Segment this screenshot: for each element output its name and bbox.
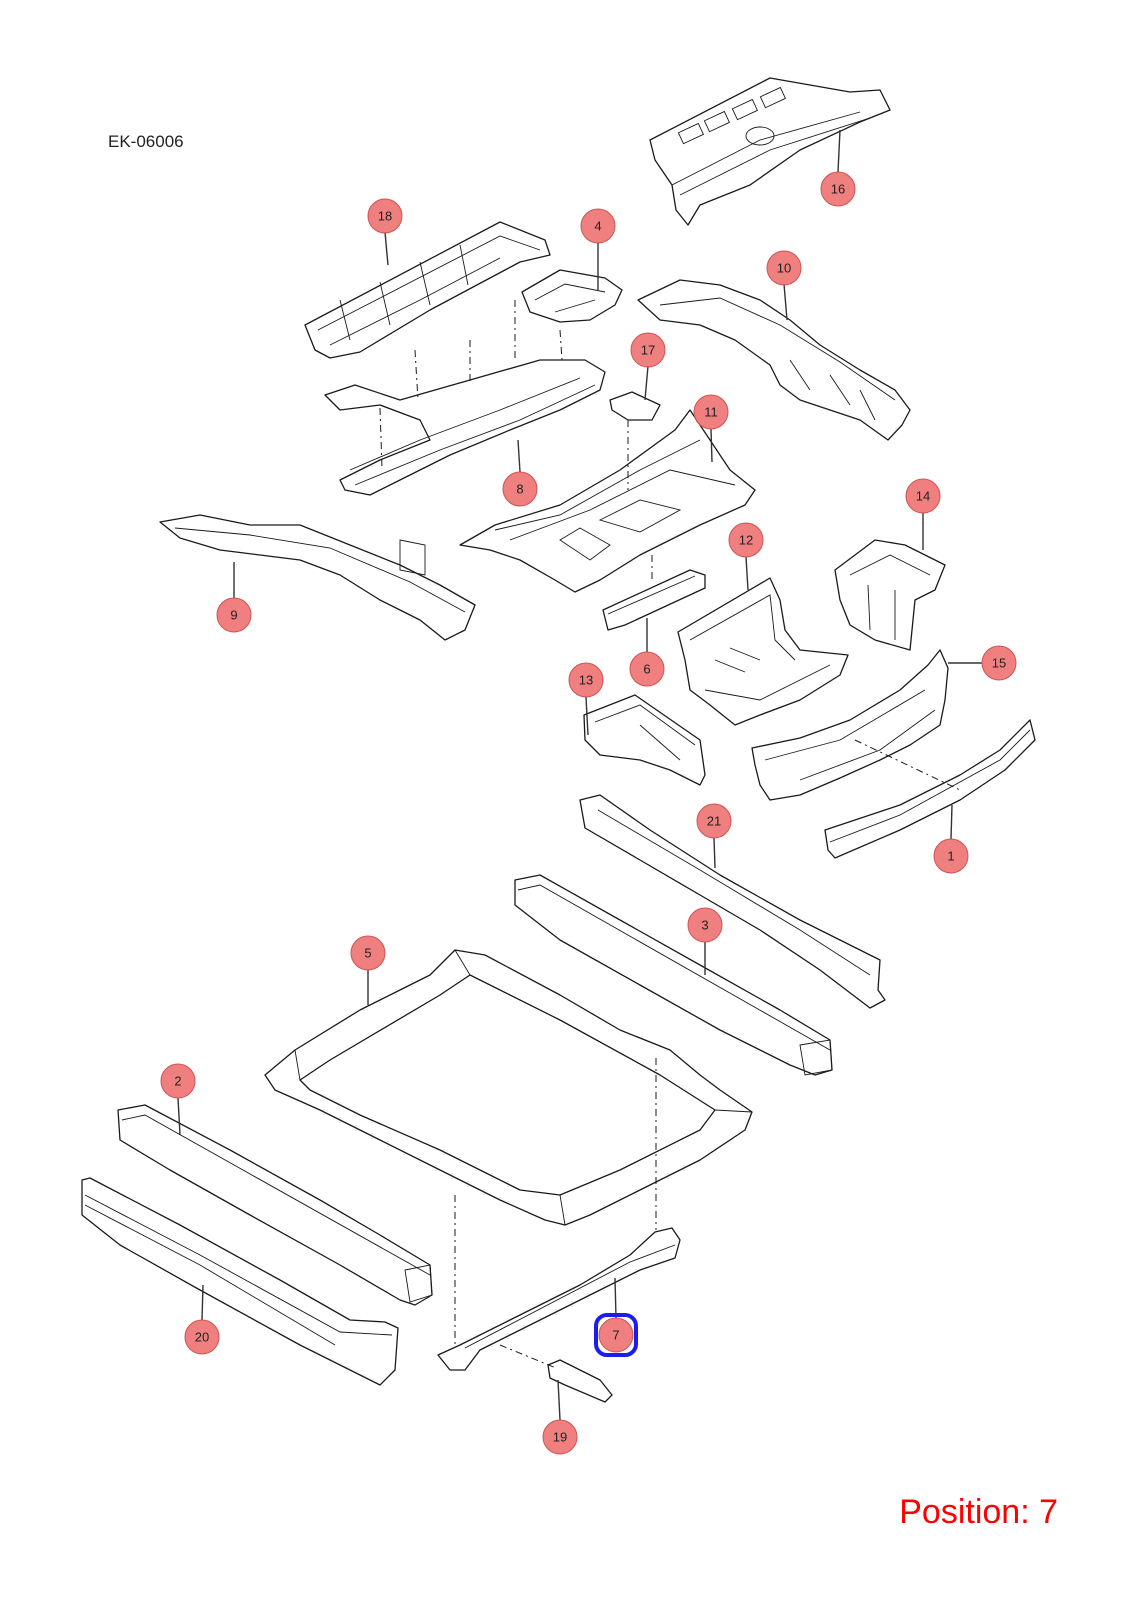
callout-5-number: 5 bbox=[364, 946, 371, 961]
callout-13[interactable]: 13 bbox=[568, 662, 604, 698]
part-1-bumper-reinforcement bbox=[824, 719, 1036, 859]
callout-7[interactable]: 7 bbox=[594, 1313, 638, 1357]
part-20-side-sill-inner bbox=[81, 1177, 399, 1386]
part-4-bracket bbox=[521, 269, 623, 323]
callout-17-number: 17 bbox=[641, 343, 655, 358]
selected-highlight-ring bbox=[594, 1313, 638, 1357]
callout-11[interactable]: 11 bbox=[693, 394, 729, 430]
callout-16[interactable]: 16 bbox=[820, 171, 856, 207]
callout-3[interactable]: 3 bbox=[687, 907, 723, 943]
callout-17[interactable]: 17 bbox=[630, 332, 666, 368]
part-16-rear-panel bbox=[649, 77, 891, 226]
drawing-code: EK-06006 bbox=[108, 132, 184, 151]
callout-5[interactable]: 5 bbox=[350, 935, 386, 971]
part-10-side-member bbox=[637, 279, 911, 441]
callout-15[interactable]: 15 bbox=[981, 645, 1017, 681]
callout-20[interactable]: 20 bbox=[184, 1319, 220, 1355]
callout-9-number: 9 bbox=[230, 608, 237, 623]
callout-1-number: 1 bbox=[947, 849, 954, 864]
callout-4[interactable]: 4 bbox=[580, 208, 616, 244]
callout-14-number: 14 bbox=[916, 489, 930, 504]
part-6-reinforcement bbox=[602, 569, 706, 631]
part-2-side-member bbox=[117, 1104, 433, 1306]
leader-lines bbox=[177, 129, 982, 1421]
callout-18[interactable]: 18 bbox=[367, 198, 403, 234]
part-14-bracket bbox=[834, 539, 946, 651]
part-7-floor-member bbox=[437, 1227, 681, 1371]
callout-19-number: 19 bbox=[553, 1430, 567, 1445]
part-11-rear-floor bbox=[459, 409, 756, 593]
callout-8[interactable]: 8 bbox=[502, 471, 538, 507]
part-21-side-sill bbox=[579, 794, 886, 1009]
part-15-end-panel bbox=[751, 649, 949, 801]
part-12-spare-pan bbox=[677, 577, 849, 726]
part-19-bracket bbox=[547, 1359, 613, 1403]
callout-20-number: 20 bbox=[195, 1330, 209, 1345]
callout-8-number: 8 bbox=[516, 482, 523, 497]
part-5-floor-frame bbox=[264, 949, 753, 1226]
callout-15-number: 15 bbox=[992, 656, 1006, 671]
callout-6-number: 6 bbox=[643, 662, 650, 677]
part-18-seat-frame bbox=[304, 221, 551, 359]
callout-10-number: 10 bbox=[777, 261, 791, 276]
callout-9[interactable]: 9 bbox=[216, 597, 252, 633]
callout-11-number: 11 bbox=[704, 405, 718, 420]
callout-13-number: 13 bbox=[579, 673, 593, 688]
callout-2[interactable]: 2 bbox=[160, 1063, 196, 1099]
callout-21[interactable]: 21 bbox=[696, 803, 732, 839]
part-13-bracket bbox=[583, 694, 706, 786]
callout-6[interactable]: 6 bbox=[629, 651, 665, 687]
part-9-side-member bbox=[159, 514, 476, 641]
part-17-plate bbox=[609, 391, 661, 421]
callout-19[interactable]: 19 bbox=[542, 1419, 578, 1455]
callout-3-number: 3 bbox=[701, 918, 708, 933]
assembly-lines bbox=[379, 300, 961, 1369]
callout-12[interactable]: 12 bbox=[728, 522, 764, 558]
callout-21-number: 21 bbox=[707, 814, 721, 829]
callout-14[interactable]: 14 bbox=[905, 478, 941, 514]
callout-16-number: 16 bbox=[831, 182, 845, 197]
part-8-cross-member bbox=[324, 359, 606, 496]
callout-2-number: 2 bbox=[174, 1074, 181, 1089]
callout-12-number: 12 bbox=[739, 533, 753, 548]
callout-18-number: 18 bbox=[378, 209, 392, 224]
position-label: Position: 7 bbox=[899, 1493, 1058, 1531]
callout-10[interactable]: 10 bbox=[766, 250, 802, 286]
callout-7-number: 7 bbox=[612, 1328, 619, 1343]
callout-1[interactable]: 1 bbox=[933, 838, 969, 874]
part-3-cross-member bbox=[514, 874, 833, 1076]
callout-4-number: 4 bbox=[594, 219, 601, 234]
